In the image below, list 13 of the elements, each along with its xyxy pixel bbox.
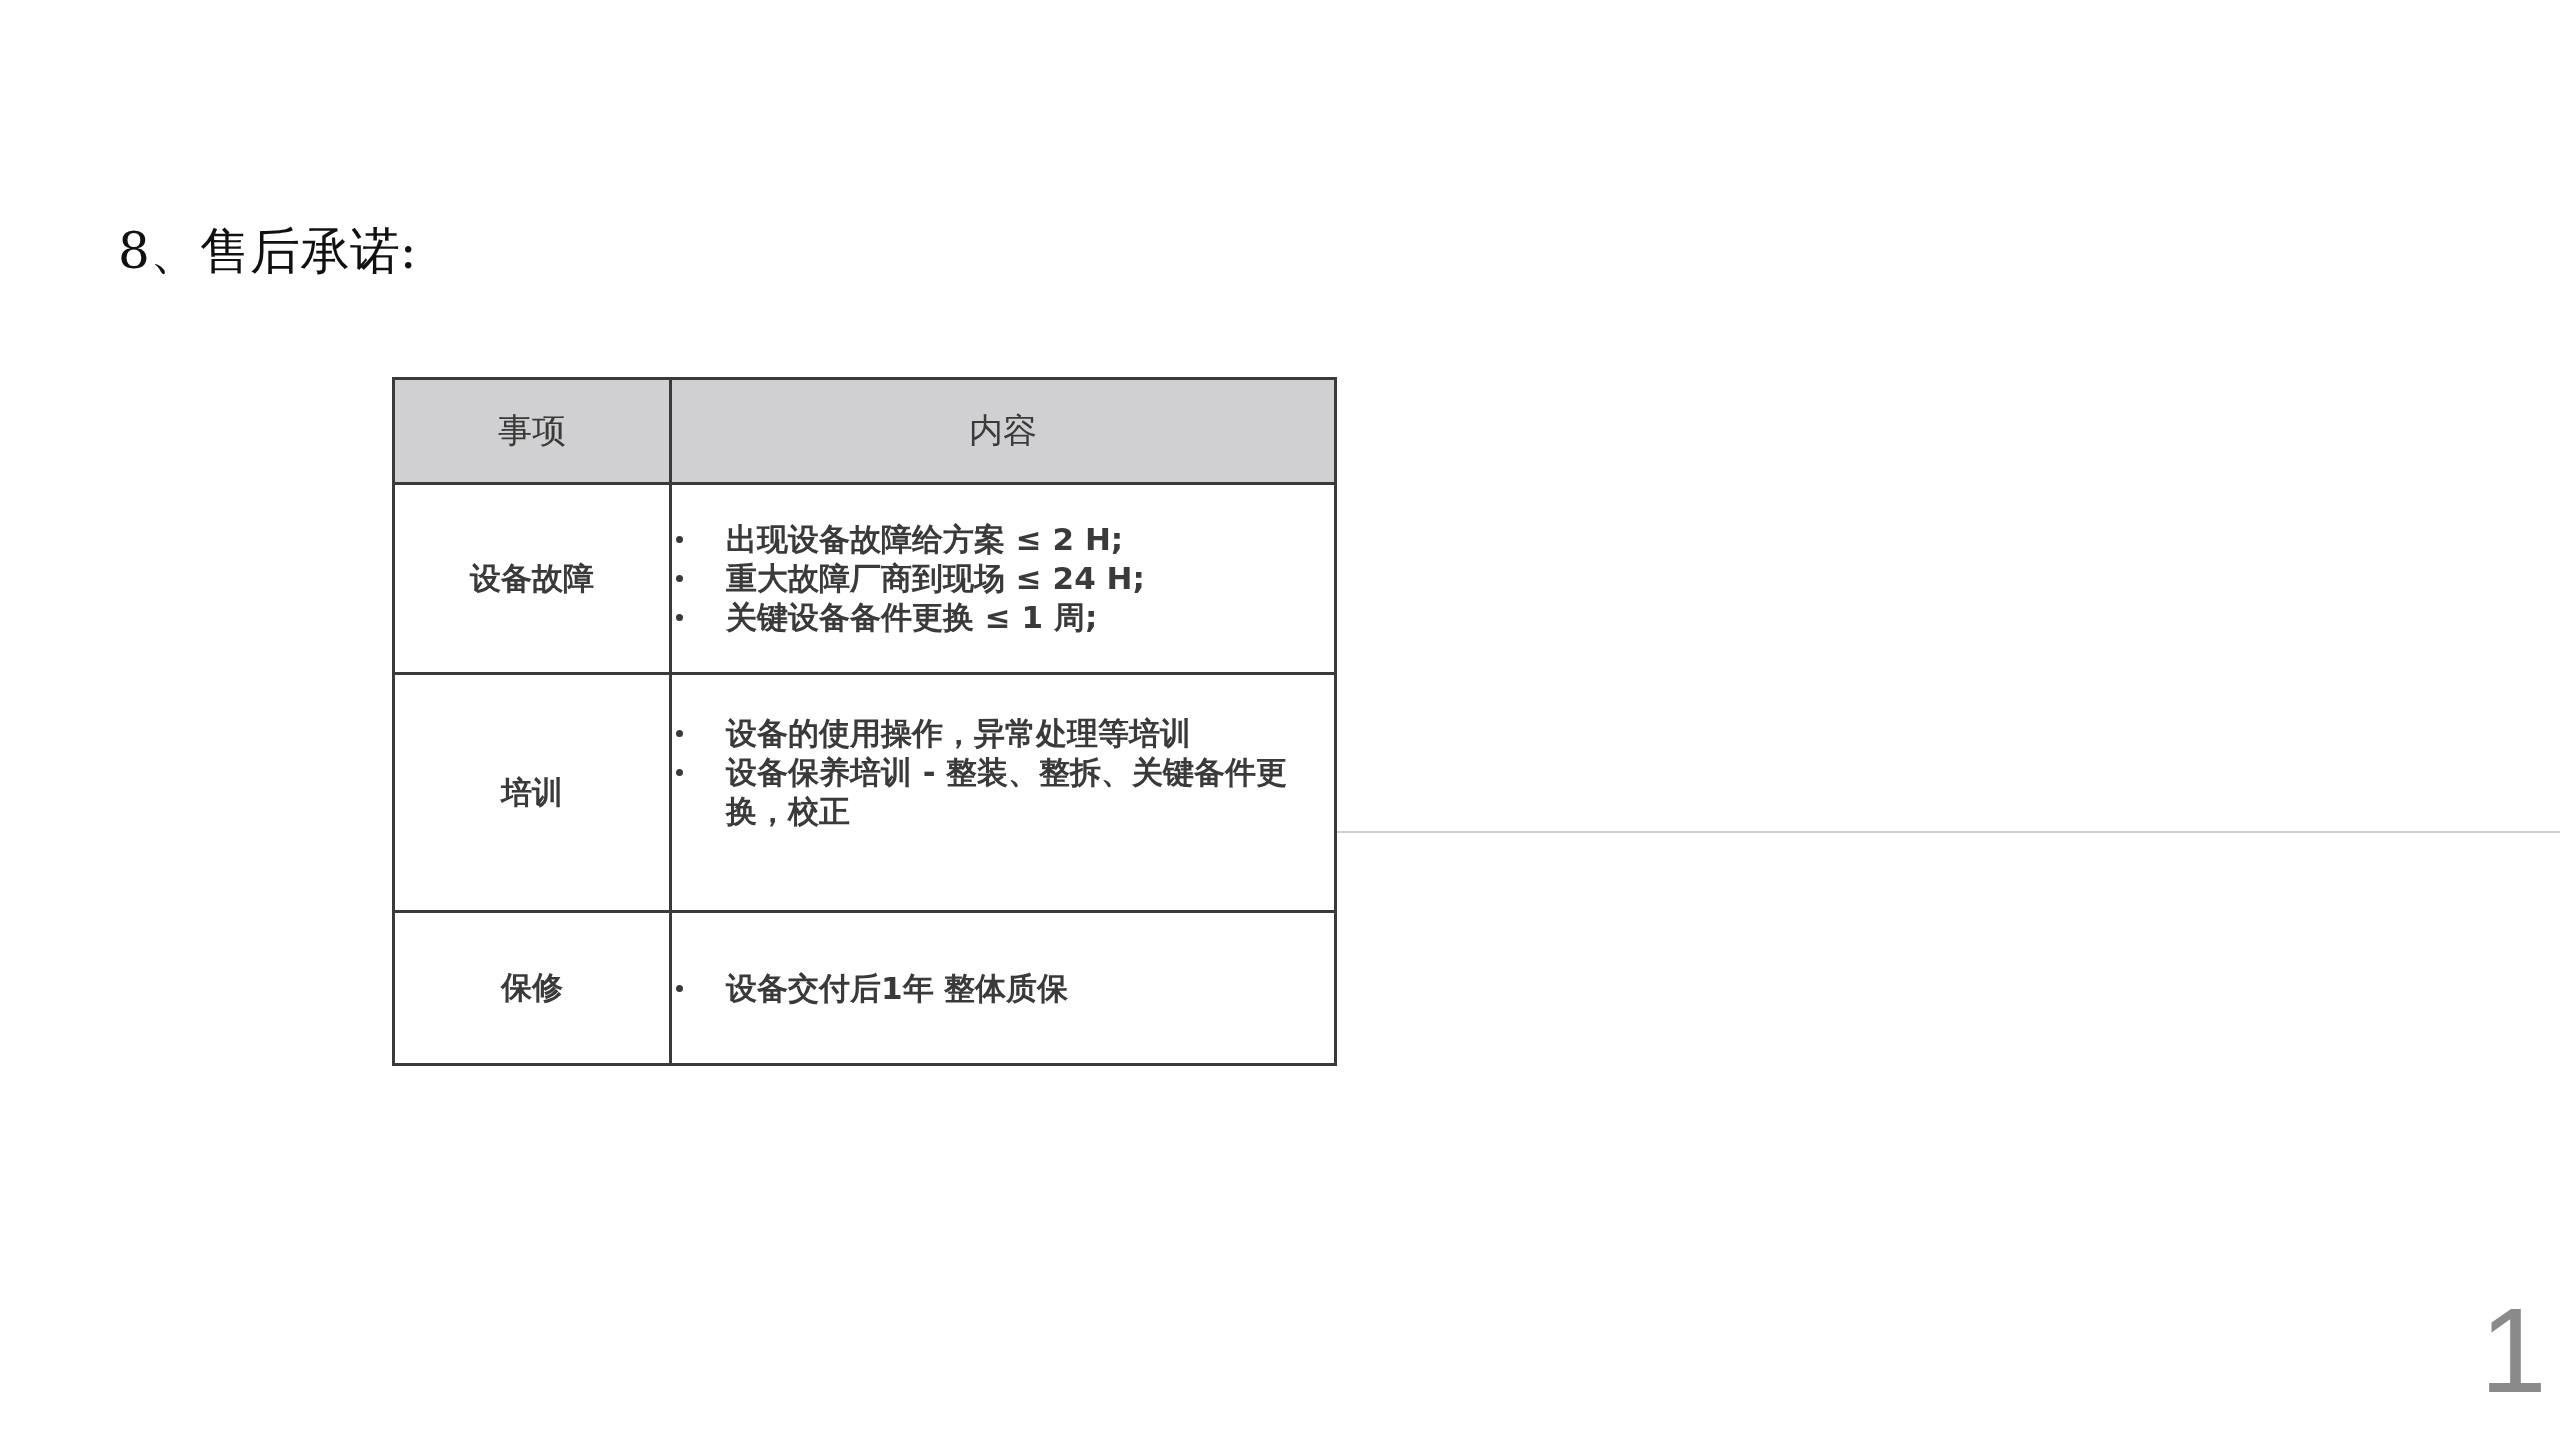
page-number: 1 xyxy=(2480,1290,2547,1410)
column-header: 内容 xyxy=(670,378,1336,484)
row-header: 设备故障 xyxy=(470,559,594,596)
column-header: 事项 xyxy=(393,378,671,484)
list-item-text: 出现设备故障给方案 ≤ 2 H; xyxy=(726,521,1124,557)
page-title: 8、售后承诺: xyxy=(118,221,417,282)
list-item-text: 关键设备备件更换 ≤ 1 周; xyxy=(726,599,1098,635)
row-header: 保修 xyxy=(501,969,563,1005)
row-header: 培训 xyxy=(501,773,563,810)
list-item-text: 重大故障厂商到现场 ≤ 24 H; xyxy=(726,560,1145,596)
list-item-text: 设备交付后1年 整体质保 xyxy=(726,969,1069,1006)
list-item-text: 设备的使用操作，异常处理等培训 xyxy=(726,715,1191,751)
list-item-text: 设备保养培训 - 整装、整拆、关键备件更换，校正 xyxy=(726,754,1288,829)
